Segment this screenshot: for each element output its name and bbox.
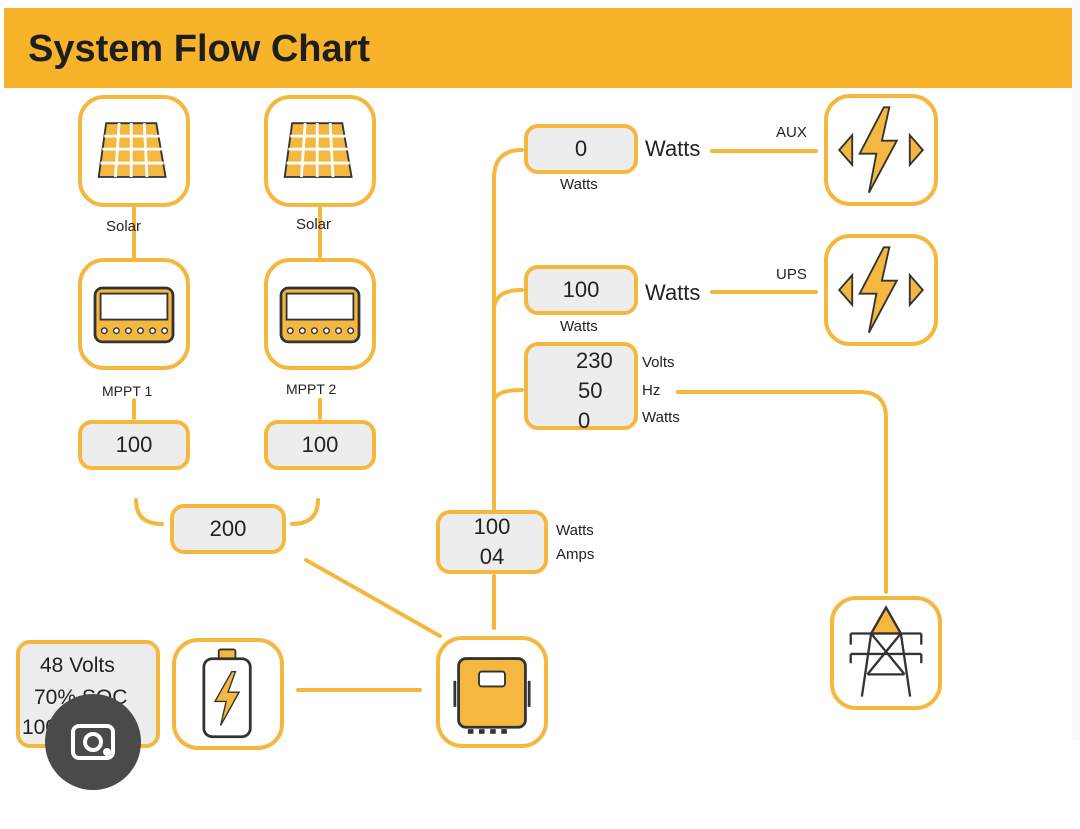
- inverter-watts-unit: Watts: [556, 522, 594, 539]
- mppt-2-tile: [264, 258, 376, 370]
- battery-icon: [202, 648, 252, 739]
- ups-load-icon: [837, 246, 925, 334]
- grid-tower-icon: [849, 605, 923, 697]
- ups-sub-unit: Watts: [560, 318, 598, 335]
- inverter-amps-value: 04: [479, 544, 505, 569]
- mppt-2-value: 100: [264, 420, 376, 470]
- inverter-amps-unit: Amps: [556, 546, 595, 563]
- aux-tile: [824, 94, 938, 206]
- grid-hz-unit: Hz: [642, 382, 661, 399]
- inverter-output-box: 100 04: [436, 510, 548, 574]
- ups-label: UPS: [776, 266, 807, 283]
- aux-sub-unit: Watts: [560, 176, 598, 193]
- page-title: System Flow Chart: [28, 28, 371, 70]
- aux-value: 0: [524, 124, 638, 174]
- solar-panel-2-tile: [264, 95, 376, 207]
- grid-tile: [830, 596, 942, 710]
- combined-pv-value: 200: [170, 504, 286, 554]
- mppt-2-label: MPPT 2: [286, 381, 337, 397]
- inverter-icon: [453, 657, 531, 734]
- grid-watts-unit: Watts: [642, 409, 680, 426]
- aux-unit: Watts: [645, 136, 701, 161]
- grid-volts-unit: Volts: [642, 354, 675, 371]
- mppt-1-label: MPPT 1: [102, 383, 153, 399]
- mppt-controller-icon: [93, 286, 175, 344]
- grid-hz-value: 50: [578, 378, 603, 403]
- grid-watts-value: 0: [578, 408, 591, 433]
- solar-panel-icon: [97, 122, 167, 178]
- inverter-tile: [436, 636, 548, 748]
- battery-tile: [172, 638, 284, 750]
- grid-readings-box: 230 50 0: [524, 342, 638, 433]
- google-lens-button[interactable]: [45, 694, 141, 790]
- mppt-1-tile: [78, 258, 190, 370]
- mppt-1-value: 100: [78, 420, 190, 470]
- page-edge: [1072, 0, 1080, 740]
- ups-unit: Watts: [645, 280, 701, 305]
- google-lens-icon: [71, 724, 115, 760]
- ups-tile: [824, 234, 938, 346]
- ups-value: 100: [524, 265, 638, 315]
- grid-volts-value: 230: [576, 348, 613, 373]
- solar-panel-icon: [283, 122, 353, 178]
- battery-volts: 48 Volts: [40, 654, 115, 677]
- solar-panel-1-tile: [78, 95, 190, 207]
- solar-2-label: Solar: [296, 216, 332, 233]
- solar-1-label: Solar: [106, 218, 142, 235]
- aux-load-icon: [837, 106, 925, 194]
- aux-label: AUX: [776, 124, 807, 141]
- inverter-watts-value: 100: [473, 514, 511, 539]
- mppt-controller-icon: [279, 286, 361, 344]
- title-bar: System Flow Chart: [4, 8, 1072, 88]
